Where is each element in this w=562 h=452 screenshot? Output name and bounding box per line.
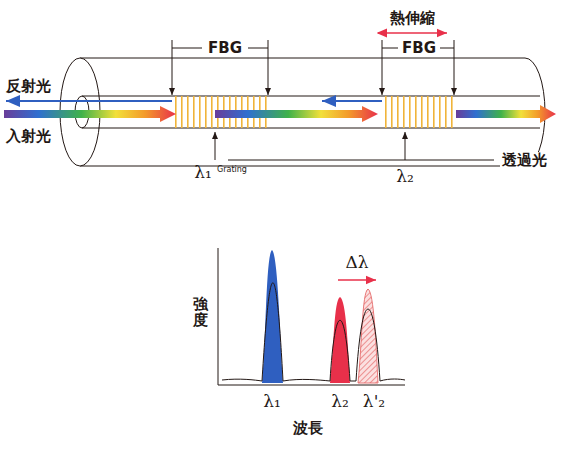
wavelength-label: λ₂ — [331, 392, 349, 411]
light-label: 入射光 — [6, 128, 51, 145]
wavelength-label: λ₁ — [263, 392, 281, 411]
wavelength-label: λ'₂ — [363, 392, 385, 411]
fbg-label: FBG — [208, 40, 242, 57]
wavelength-label: λ₂ — [396, 167, 414, 186]
spectrum-chart — [218, 248, 405, 385]
light-label: 透過光 — [500, 152, 549, 169]
leader-lines — [215, 132, 494, 160]
axis-label: 強度 — [193, 296, 208, 329]
shift-label: Δλ — [345, 253, 368, 272]
grating — [382, 96, 454, 128]
light-label: 反射光 — [6, 78, 51, 95]
fbg-brackets — [172, 33, 454, 95]
wavelength-label: λ₁ — [194, 163, 212, 182]
axis-label: 波長 — [293, 420, 323, 437]
fbg-label: FBG — [402, 40, 436, 57]
part-name: Grating — [217, 166, 247, 175]
light-arrows — [4, 101, 556, 123]
stretch-label: 熱伸縮 — [390, 10, 435, 27]
